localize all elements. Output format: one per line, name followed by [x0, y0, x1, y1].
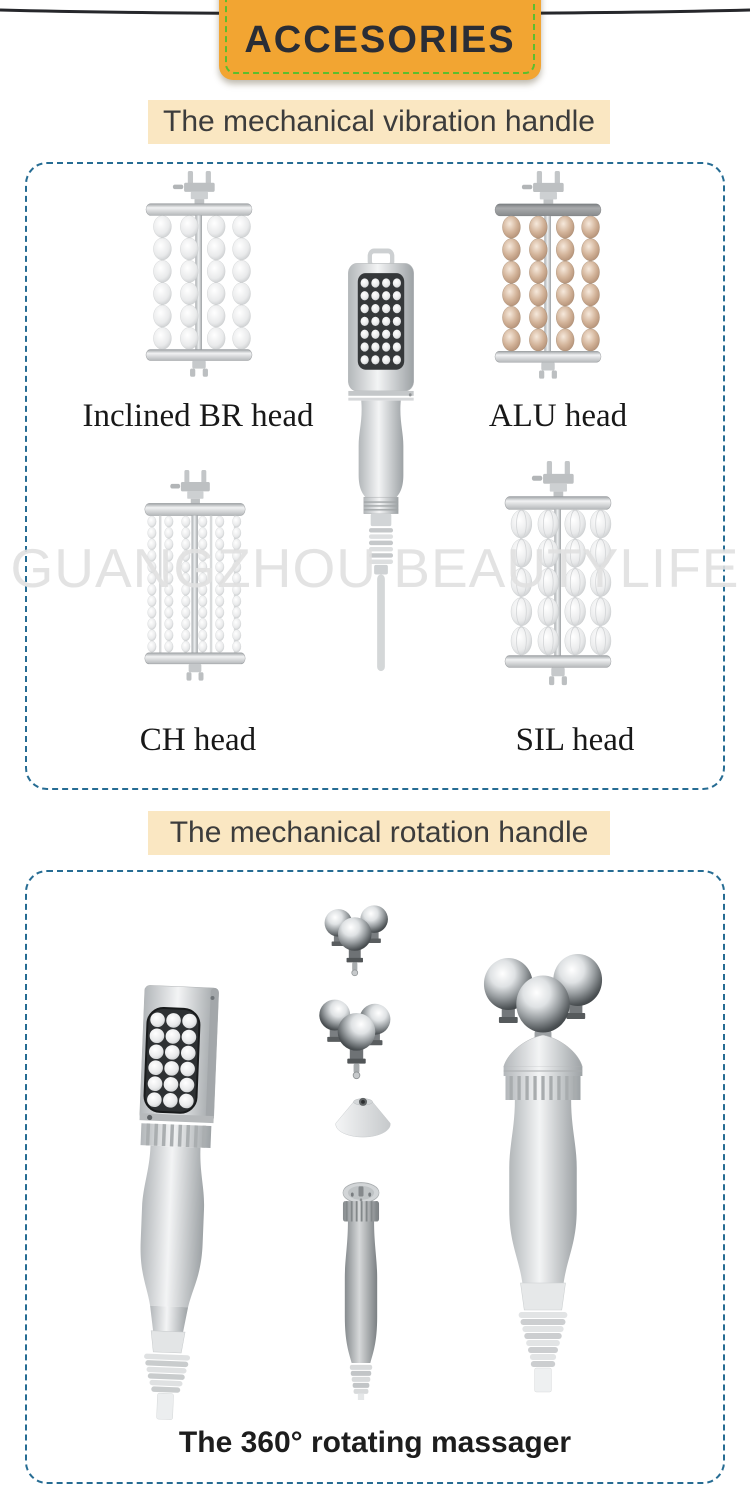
- watermark-text: GUANGZHOU BEAUTYLIFE: [10, 537, 740, 599]
- inclined-br-head-label: Inclined BR head: [82, 398, 314, 434]
- cone-head-attachment: [335, 1097, 391, 1138]
- rotation-accessories-box: [25, 870, 725, 1484]
- inclined-br-head-illustration: [143, 171, 255, 384]
- vibration-section-banner: The mechanical vibration handle: [148, 100, 610, 144]
- ball-rotation-handle-illustration: [483, 954, 603, 1393]
- vibration-handle-illustration: [348, 248, 414, 672]
- rotating-massager-caption: The 360° rotating massager: [178, 1426, 572, 1459]
- accessories-title: ACCESORIES: [244, 18, 516, 61]
- alu-head-label: ALU head: [488, 398, 628, 434]
- alu-head-illustration: [492, 171, 604, 386]
- rotation-handle-body-illustration: [342, 1182, 380, 1400]
- ch-head-label: CH head: [139, 722, 257, 758]
- rotation-banner-text: The mechanical rotation handle: [169, 816, 589, 849]
- rotation-section-banner: The mechanical rotation handle: [148, 811, 610, 855]
- sil-head-label: SIL head: [515, 722, 635, 758]
- ball-head-attachment-2: [308, 997, 400, 1080]
- ball-head-attachment-1: [316, 903, 398, 977]
- accessories-banner: ACCESORIES: [219, 0, 541, 80]
- roller-rotation-handle-illustration: [139, 985, 219, 1420]
- vibration-banner-text: The mechanical vibration handle: [163, 105, 595, 138]
